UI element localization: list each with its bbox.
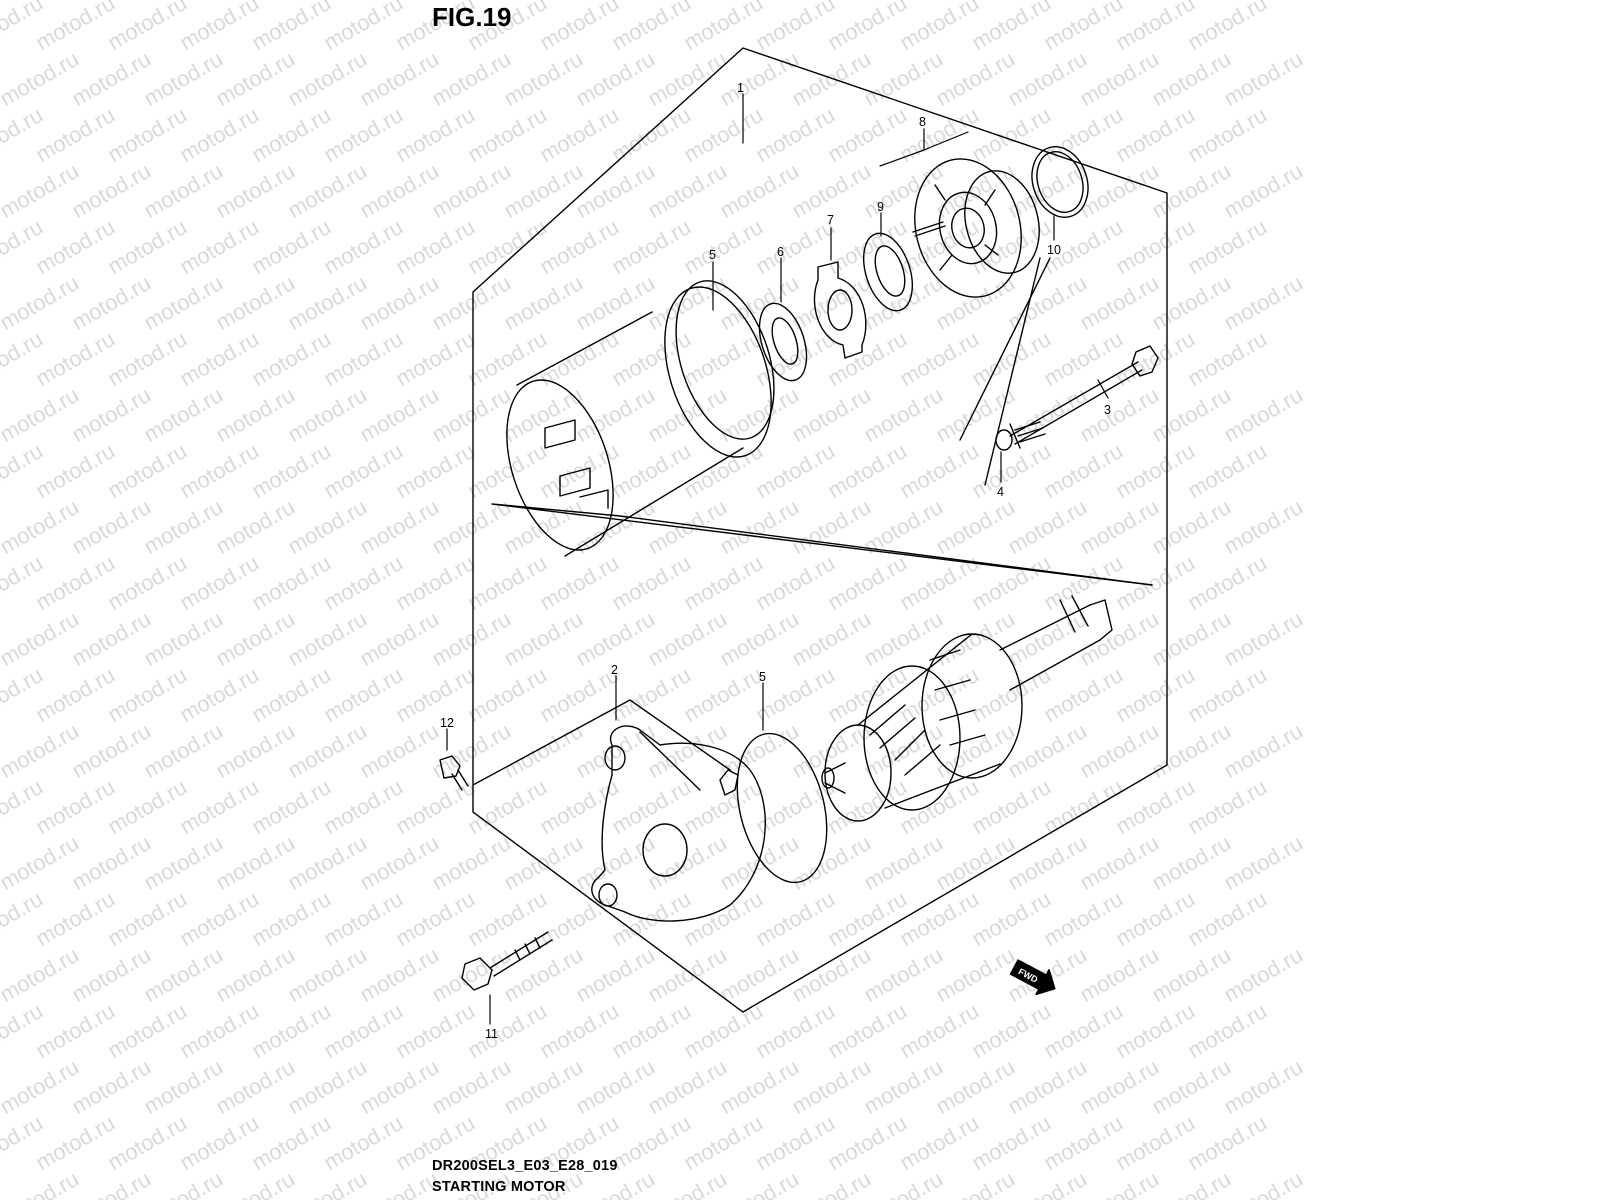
figure-code: DR200SEL3_E03_E28_019	[432, 1158, 618, 1174]
washer-9	[862, 232, 914, 312]
callout-5-top: 5	[709, 248, 716, 262]
long-bolt-3	[1009, 345, 1159, 449]
plate-7	[813, 261, 867, 359]
o-ring-5-top	[675, 280, 775, 440]
rear-bracket-8	[912, 158, 1040, 298]
callout-5-bottom: 5	[759, 670, 766, 684]
callout-2: 2	[611, 663, 618, 677]
callout-labels: 1 2 3 4 5 5 6 7 8 9 10 11 12	[440, 81, 1111, 1041]
o-ring-5-bottom	[736, 732, 828, 884]
callout-10: 10	[1047, 243, 1061, 257]
washer-6	[758, 302, 808, 382]
callouts	[446, 93, 1109, 1025]
callout-9: 9	[877, 200, 884, 214]
explode-lines	[472, 257, 1153, 786]
bolt-12	[439, 755, 469, 791]
armature	[821, 595, 1113, 822]
assembly-outline	[472, 47, 1168, 1013]
callout-4: 4	[997, 485, 1004, 499]
front-bracket-2	[591, 725, 766, 922]
callout-11: 11	[485, 1027, 498, 1041]
bolt-11	[461, 931, 553, 991]
figure-name: STARTING MOTOR	[432, 1179, 566, 1195]
o-ring-10	[1031, 146, 1089, 218]
yoke-housing	[506, 286, 772, 557]
callout-1: 1	[737, 81, 744, 95]
callout-8: 8	[919, 115, 926, 129]
callout-3: 3	[1104, 403, 1111, 417]
callout-7: 7	[827, 213, 834, 227]
fwd-arrow-icon: FWD	[1009, 959, 1056, 996]
callout-12: 12	[440, 716, 454, 730]
callout-6: 6	[777, 245, 784, 259]
washer-4	[995, 429, 1013, 451]
figure-title: FIG.19	[432, 2, 512, 32]
